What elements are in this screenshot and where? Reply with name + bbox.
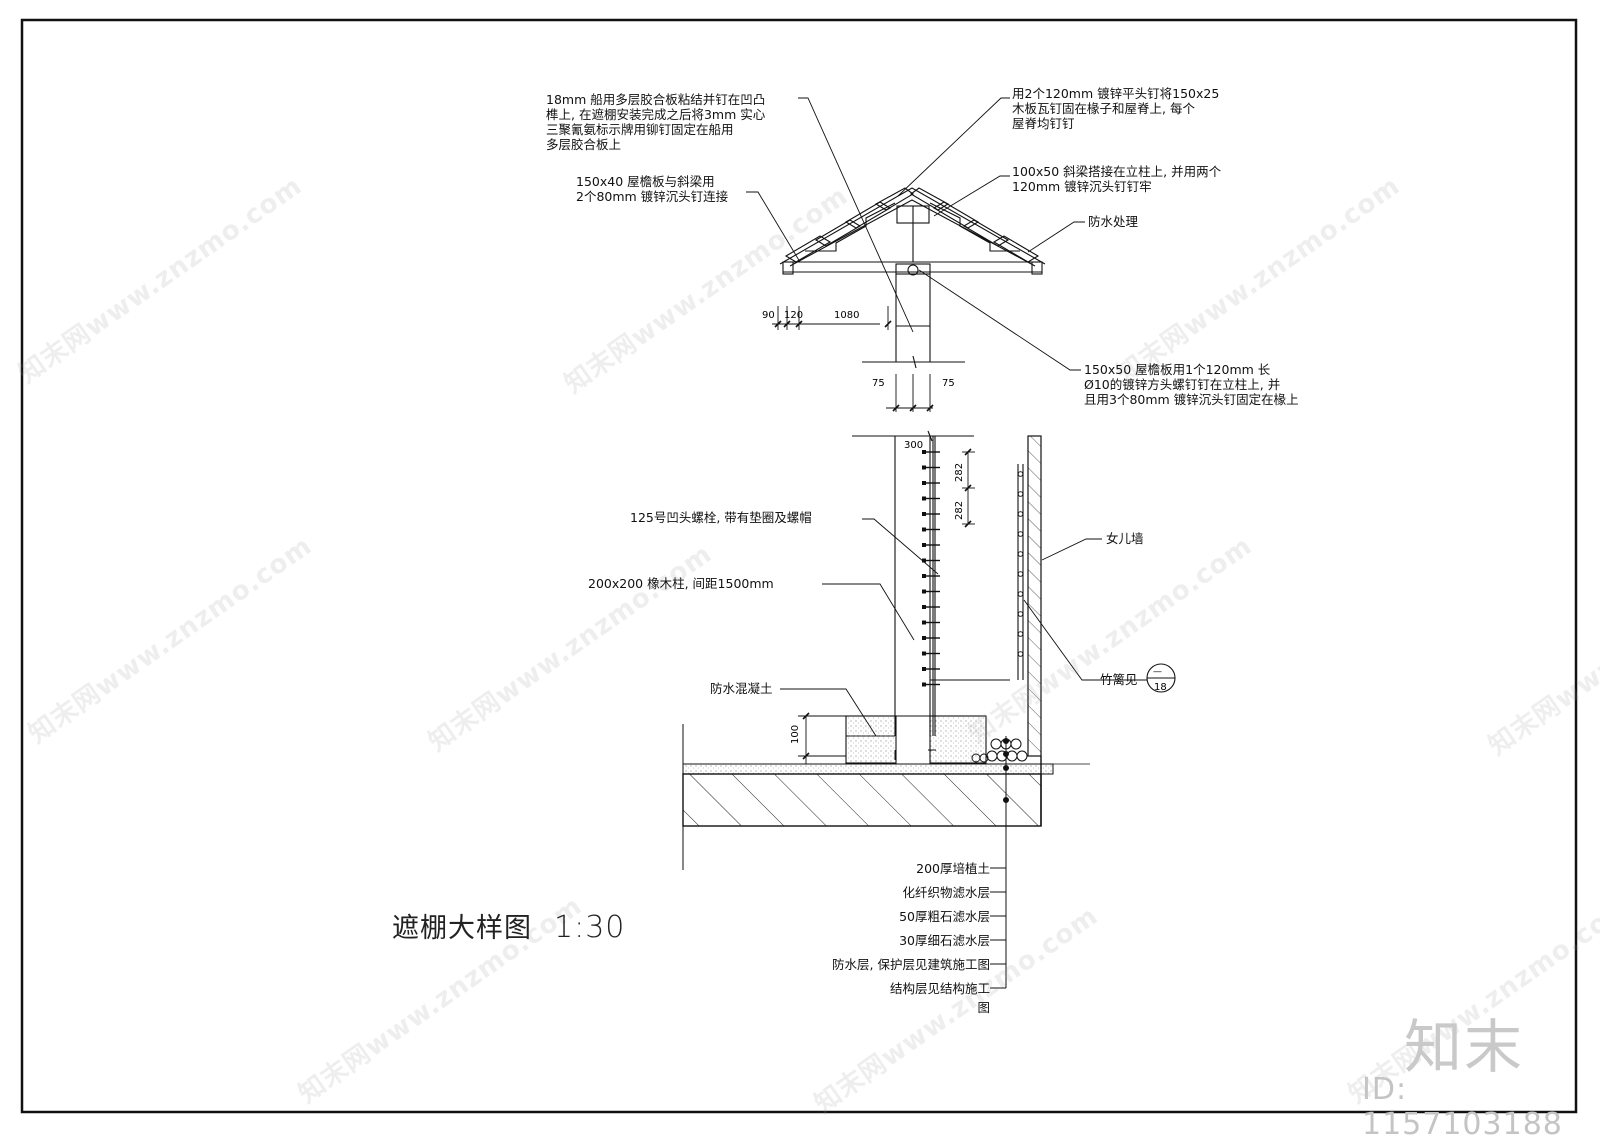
bolt-head — [922, 605, 926, 609]
layer-label: 结构层见结构施工图 — [889, 981, 990, 1015]
dim-282-b: 282 — [954, 501, 965, 520]
note-plywood: 18mm 船用多层胶合板粘结并钉在凹凸 榫上, 在遮棚安装完成之后将3mm 实心… — [546, 92, 766, 152]
post-bolts — [924, 451, 940, 686]
drainage-gravel — [971, 738, 1028, 763]
upper-post — [862, 274, 965, 369]
roof-leader-lines — [746, 97, 1085, 371]
footing — [845, 715, 987, 764]
dimension-lines — [772, 306, 975, 764]
layer-label: 200厚培植土 — [916, 861, 990, 876]
drawing-title: 遮棚大样图 1:30 — [392, 906, 625, 945]
note-parapet: 女儿墙 — [1106, 531, 1144, 546]
bolt-head — [922, 450, 926, 454]
fence-fixing — [1017, 651, 1024, 657]
roof-slab — [682, 724, 1090, 870]
bolt-head — [922, 574, 926, 578]
parapet-wall — [1017, 435, 1042, 757]
dim-1080: 1080 — [834, 310, 859, 321]
dim-100: 100 — [790, 725, 801, 744]
fence-fixing — [1017, 491, 1024, 497]
dim-75-right: 75 — [942, 378, 955, 389]
fence-fixing — [1017, 571, 1024, 577]
post-bolt-ticks — [922, 450, 926, 687]
note-post: 200x200 橡木柱, 间距1500mm — [588, 576, 774, 591]
note-waterproof-treatment: 防水处理 — [1088, 214, 1139, 229]
layer-label: 防水层, 保护层见建筑施工图 — [832, 957, 990, 972]
bolt-head — [922, 636, 926, 640]
fence-fixing — [1017, 611, 1024, 617]
bolt-head — [922, 527, 926, 532]
note-rafter: 100x50 斜梁搭接在立柱上, 并用两个 120mm 镀锌沉头钉钉牢 — [1012, 164, 1222, 194]
fence-fixing — [1017, 511, 1024, 517]
fence-fixing — [1017, 591, 1024, 597]
drawing-scale: 1:30 — [554, 910, 626, 945]
dim-75-left: 75 — [872, 378, 885, 389]
dimension-ticks — [774, 320, 972, 760]
note-tile-nailing: 用2个120mm 镀锌平头钉将150x25 木板瓦钉固在椽子和屋脊上, 每个 屋… — [1012, 86, 1220, 131]
layer-label: 30厚细石滤水层 — [899, 933, 990, 948]
dim-90: 90 — [762, 310, 775, 321]
bolt-head — [922, 682, 926, 687]
lower-leader-lines — [780, 518, 1147, 737]
bolt-head — [922, 512, 926, 516]
drawing-frame — [20, 18, 1578, 1114]
note-eave-board-50: 150x50 屋檐板用1个120mm 长 Ø10的镀锌方头螺钉钉在立柱上, 并 … — [1084, 362, 1299, 407]
image-id-label: ID: 1157103188 — [1362, 1072, 1563, 1142]
roof-structure — [779, 187, 1046, 276]
dim-120: 120 — [784, 310, 803, 321]
bolt-head — [922, 543, 926, 547]
reference-top: — — [1153, 667, 1162, 677]
bolt-head — [922, 620, 926, 625]
dim-282-a: 282 — [954, 463, 965, 482]
fence-fixing — [1017, 551, 1024, 557]
bolt-head — [922, 589, 926, 594]
note-eave-board-40: 150x40 屋檐板与斜梁用 2个80mm 镀锌沉头钉连接 — [576, 174, 729, 204]
lower-post — [846, 430, 1010, 737]
fence-fixing — [1017, 631, 1024, 637]
bamboo-fence-fixings — [1017, 471, 1024, 657]
note-bolt: 125号凹头螺栓, 带有垫圈及螺帽 — [630, 510, 812, 525]
bolt-head — [922, 465, 926, 470]
bolt-head — [922, 558, 926, 563]
brand-logo: 知末 — [1404, 1013, 1525, 1081]
drawing-title-text: 遮棚大样图 — [392, 913, 532, 944]
note-bamboo: 竹篱见 — [1100, 672, 1138, 687]
reference-sheet: 18 — [1154, 682, 1167, 693]
layer-callout — [990, 736, 1009, 989]
dim-300: 300 — [904, 440, 923, 451]
fence-fixing — [1017, 471, 1024, 477]
bolt-head — [922, 481, 926, 485]
layer-label: 化纤织物滤水层 — [902, 885, 990, 900]
bolt-head — [922, 651, 926, 656]
bolt-head — [922, 667, 926, 671]
layer-label: 50厚粗石滤水层 — [899, 909, 990, 924]
bolt-head — [922, 496, 926, 501]
note-waterproof-concrete: 防水混凝土 — [710, 681, 773, 696]
fence-fixing — [1017, 531, 1024, 537]
